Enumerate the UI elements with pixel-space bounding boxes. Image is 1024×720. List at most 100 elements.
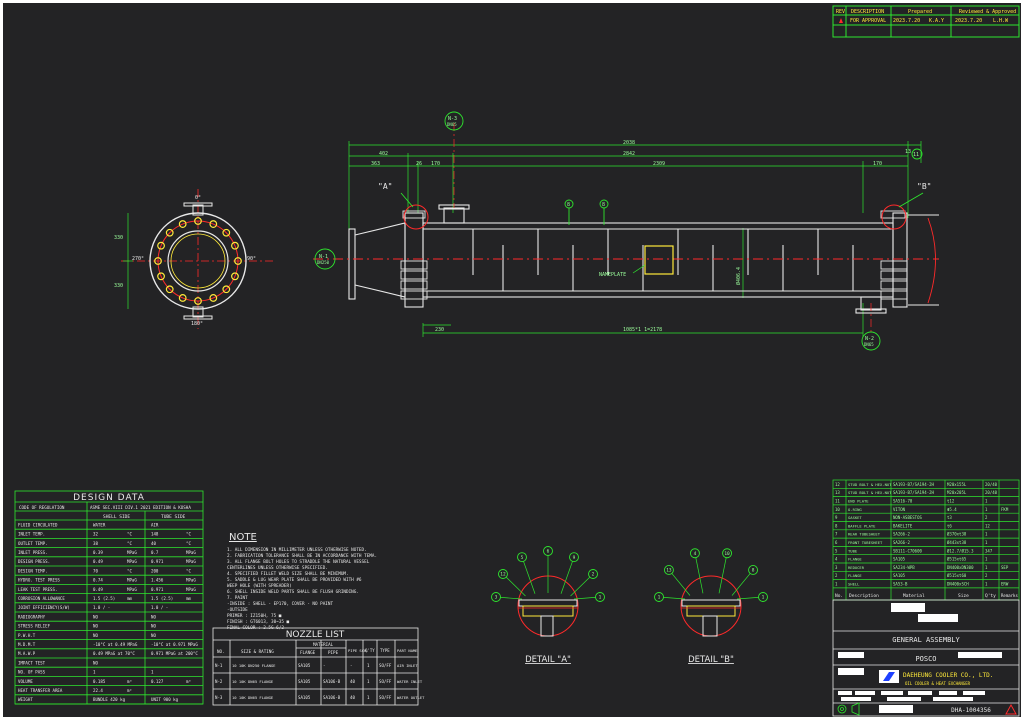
note-line: -OUTSIDE xyxy=(227,607,248,613)
design-row-tube-unit: °C xyxy=(186,568,191,573)
end-dim-top: 330 xyxy=(114,235,123,241)
nozzle-cell: SA106-B xyxy=(323,679,341,684)
design-row-tube: NO xyxy=(151,614,156,619)
nozzle-cell: 1 xyxy=(367,695,370,700)
bolt-hole xyxy=(209,294,218,302)
design-row-shell-unit: MPaG xyxy=(127,587,137,592)
balloon xyxy=(517,552,527,563)
nozzle-cell: SA105 xyxy=(298,679,311,684)
design-row-shell: 22.4 xyxy=(93,688,103,693)
design-row-label: NO. OF PASS xyxy=(18,670,46,675)
detail-b-ref: "B" xyxy=(917,182,931,191)
design-row-shell-unit: °C xyxy=(127,568,132,573)
design-row-tube-unit: °C xyxy=(186,541,191,546)
pl-h-no: No. xyxy=(835,593,843,599)
parts-cell: SA266-2 xyxy=(893,540,910,545)
dim-overall: 2038 xyxy=(623,140,635,146)
balloon xyxy=(491,592,501,602)
design-row-label: WEIGHT xyxy=(18,697,33,702)
notes-title: NOTE xyxy=(229,532,257,543)
nz-h-qty: Q'TY xyxy=(365,648,375,653)
parts-cell: Ø515xt65 xyxy=(947,557,967,562)
balloon-leader xyxy=(668,569,691,596)
design-row-tube-unit: MPaG xyxy=(186,559,196,564)
parts-cell: SA516-70 xyxy=(893,499,913,504)
balloon-number: 5 xyxy=(521,555,524,561)
design-row-shell: 0.49 xyxy=(93,559,103,564)
nozzle-cell: WATER INLET xyxy=(397,679,423,684)
nozzle-cell: 1 xyxy=(367,663,370,668)
design-row-label: M.D.M.T xyxy=(18,642,36,647)
balloon-number: 1 xyxy=(762,595,765,601)
nz-h-type: TYPE xyxy=(380,648,390,653)
bolt-hole xyxy=(165,228,174,237)
bolt-hole xyxy=(154,257,162,265)
parts-cell: 20/40 xyxy=(985,482,998,487)
nozzle-cell: SO/FF xyxy=(379,695,392,700)
revision-table xyxy=(832,5,1020,38)
detail-b-label: DETAIL "B" xyxy=(688,655,734,665)
rev-date-1: 2023.7.20 xyxy=(893,18,920,24)
parts-cell: BAKELITE xyxy=(893,523,913,528)
balloon-number: 10 xyxy=(724,551,730,557)
design-row-label: VOLUME xyxy=(18,679,33,684)
design-row-tube-unit: mm xyxy=(186,596,191,601)
design-row-shell: 0.39 xyxy=(93,550,103,555)
nozzle-cell: 40 xyxy=(350,695,355,700)
note-line: CENTERLINES UNLESS OTHERWISE SPECIFIED. xyxy=(227,565,328,571)
balloon xyxy=(588,569,598,579)
parts-cell: 3 xyxy=(835,565,838,570)
parts-cell: 1 xyxy=(985,532,988,537)
nozzle-list-table xyxy=(212,627,419,706)
nozzle-cell: AIR INLET xyxy=(397,663,418,668)
design-row-shell: 1.0 / - xyxy=(93,605,110,610)
parts-cell: t3 xyxy=(947,515,952,520)
parts-cell: O-RING xyxy=(848,507,862,512)
nz-h-size: SIZE & RATING xyxy=(241,649,274,654)
n3-size: DN65 xyxy=(447,122,457,127)
rev-desc: FOR APPROVAL xyxy=(850,18,886,24)
nozzle-cell: SO/FF xyxy=(379,679,392,684)
balloon xyxy=(663,565,674,575)
n1-size: DN250 xyxy=(317,260,330,265)
nozzle-list-title: NOZZLE LIST xyxy=(286,630,345,640)
bolt-hole xyxy=(222,228,231,237)
parts-cell: 20/40 xyxy=(985,490,998,495)
col-tube: TUBE SIDE xyxy=(161,514,186,520)
design-row-shell: BUNDLE 420 kg xyxy=(93,697,126,702)
parts-cell: REAR TUBESHEET xyxy=(848,532,881,537)
bolt-hole xyxy=(231,241,239,250)
balloon-leader xyxy=(502,573,526,597)
parts-cell: 1 xyxy=(835,582,838,587)
detail-b xyxy=(680,575,742,637)
design-row-tube: 0.971 xyxy=(151,559,164,564)
design-row-label: FLUID CIRCULATED xyxy=(18,522,58,527)
rev-by-2: L.H.W xyxy=(993,18,1009,24)
bolt-hole xyxy=(157,272,165,281)
parts-cell: Ø370xt38 xyxy=(947,532,967,537)
nozzle-cell: - xyxy=(323,663,325,668)
projection-symbol-icon xyxy=(837,702,860,716)
note-line: -INSIDE : SHELL - EP170, COVER - NO PAIN… xyxy=(227,601,333,607)
nz-h-sch: PIPE SCH. xyxy=(348,648,369,653)
design-row-tube: NO xyxy=(151,624,156,629)
dim-vert: Ø406.4 xyxy=(735,267,742,285)
dim-170b: 170 xyxy=(873,161,882,167)
rev-header-approved: Reviewed & Approved xyxy=(959,9,1016,15)
parts-cell: END PLATE xyxy=(848,499,869,504)
parts-cell: SA53-B xyxy=(893,582,908,587)
parts-cell: 1 xyxy=(985,540,988,545)
design-row-shell: -10°C at 0.49 MPaG xyxy=(93,642,138,647)
bolt-hole xyxy=(194,217,202,225)
pl-h-remarks: Remarks xyxy=(1001,593,1018,598)
parts-cell: t6 xyxy=(947,523,952,528)
balloon-number: 12 xyxy=(500,572,506,578)
design-row-shell: 0.185 xyxy=(93,679,106,684)
design-row-tube: UNIT 900 kg xyxy=(151,697,179,702)
parts-cell: 1 xyxy=(985,565,988,570)
end-dim-bottom: 330 xyxy=(114,283,123,289)
n2-size: DN65 xyxy=(864,342,874,347)
